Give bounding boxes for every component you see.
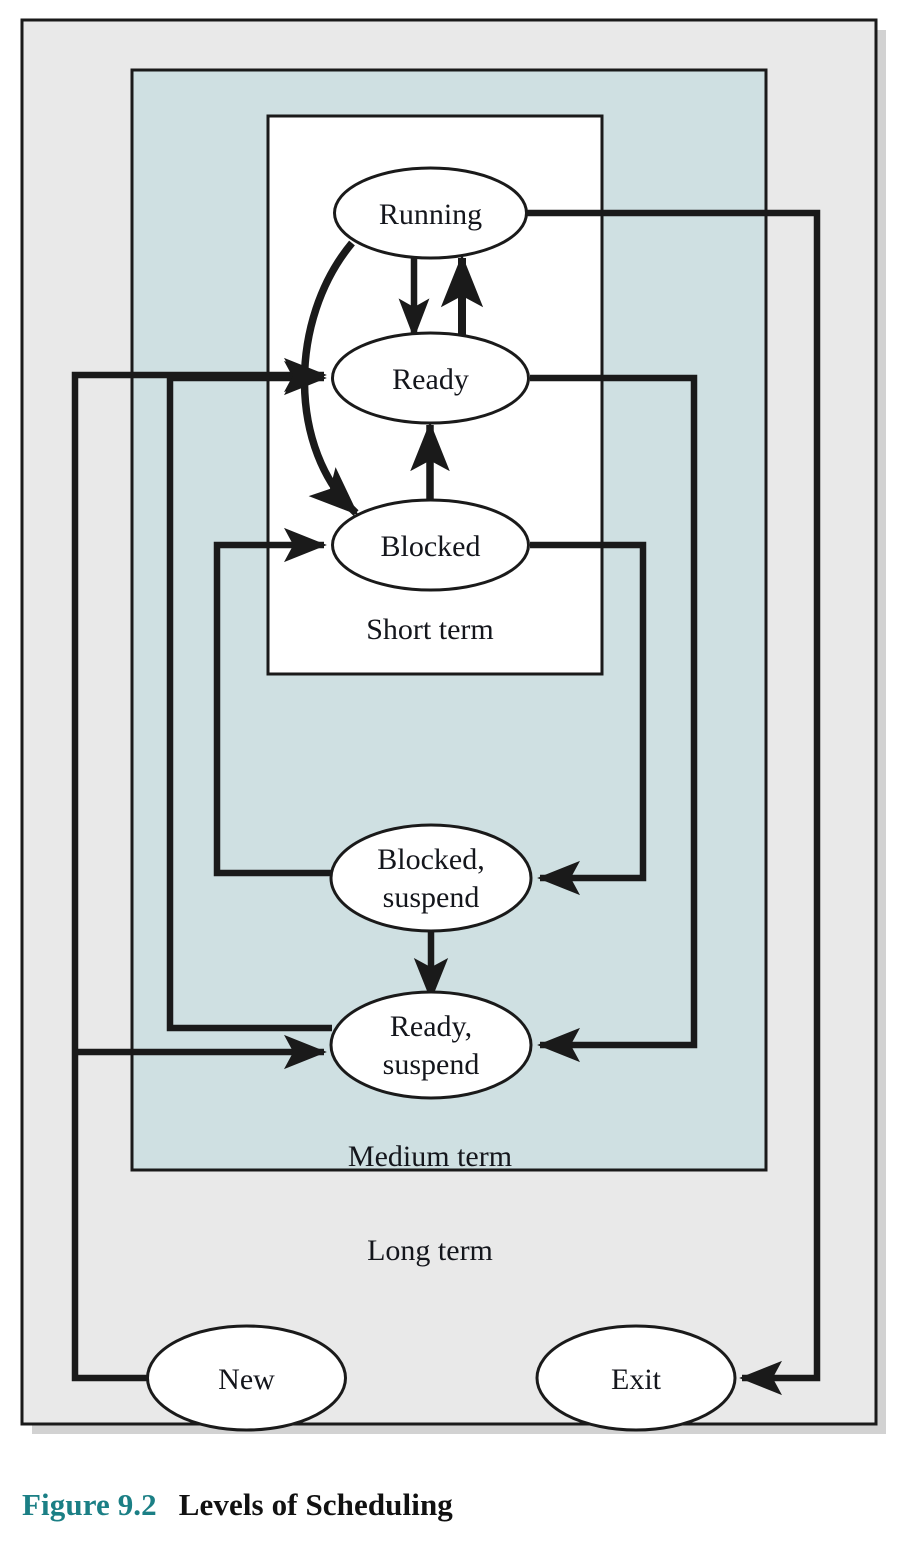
node-running[interactable]: Running: [333, 166, 528, 260]
edge-blocked-suspend-to-blocked: [213, 527, 332, 877]
transition-edges: [71, 209, 821, 1396]
figure-number: Figure 9.2: [22, 1487, 157, 1522]
node-ready-suspend-label-line1: Ready,: [390, 1010, 472, 1043]
node-blocked-suspend-label-line2: suspend: [383, 881, 480, 914]
node-ready-suspend[interactable]: Ready, suspend: [329, 990, 533, 1100]
node-ready-suspend-label-line2: suspend: [383, 1048, 480, 1081]
node-blocked-label: Blocked: [381, 530, 481, 563]
node-blocked-suspend[interactable]: Blocked, suspend: [329, 823, 533, 933]
node-ready[interactable]: Ready: [331, 331, 530, 425]
figure-caption: Figure 9.2 Levels of Scheduling: [22, 1487, 882, 1523]
zone-short-term-label: Short term: [366, 613, 494, 646]
edge-running-to-exit: [527, 209, 821, 1396]
edge-ready-to-ready-suspend: [530, 374, 698, 1063]
node-ready-label: Ready: [392, 363, 469, 396]
zone-medium-term-label: Medium term: [348, 1140, 512, 1173]
node-blocked-suspend-label-line1: Blocked,: [377, 843, 484, 876]
levels-of-scheduling-diagram: Running Ready Blocked Blocked, suspend: [20, 18, 886, 1434]
state-nodes: Running Ready Blocked Blocked, suspend: [146, 166, 737, 1432]
node-blocked[interactable]: Blocked: [331, 498, 530, 592]
node-exit[interactable]: Exit: [535, 1324, 737, 1432]
figure-title: Levels of Scheduling: [178, 1487, 453, 1522]
edge-blocked-to-blocked-suspend: [530, 541, 647, 896]
zone-long-term-label: Long term: [367, 1234, 493, 1267]
edge-new-to-ready: [71, 357, 327, 1382]
node-running-label: Running: [379, 198, 482, 231]
node-exit-label: Exit: [611, 1363, 662, 1396]
node-new[interactable]: New: [146, 1324, 347, 1432]
node-new-label: New: [218, 1363, 275, 1396]
zone-labels: Short term Medium term Long term: [348, 613, 512, 1267]
